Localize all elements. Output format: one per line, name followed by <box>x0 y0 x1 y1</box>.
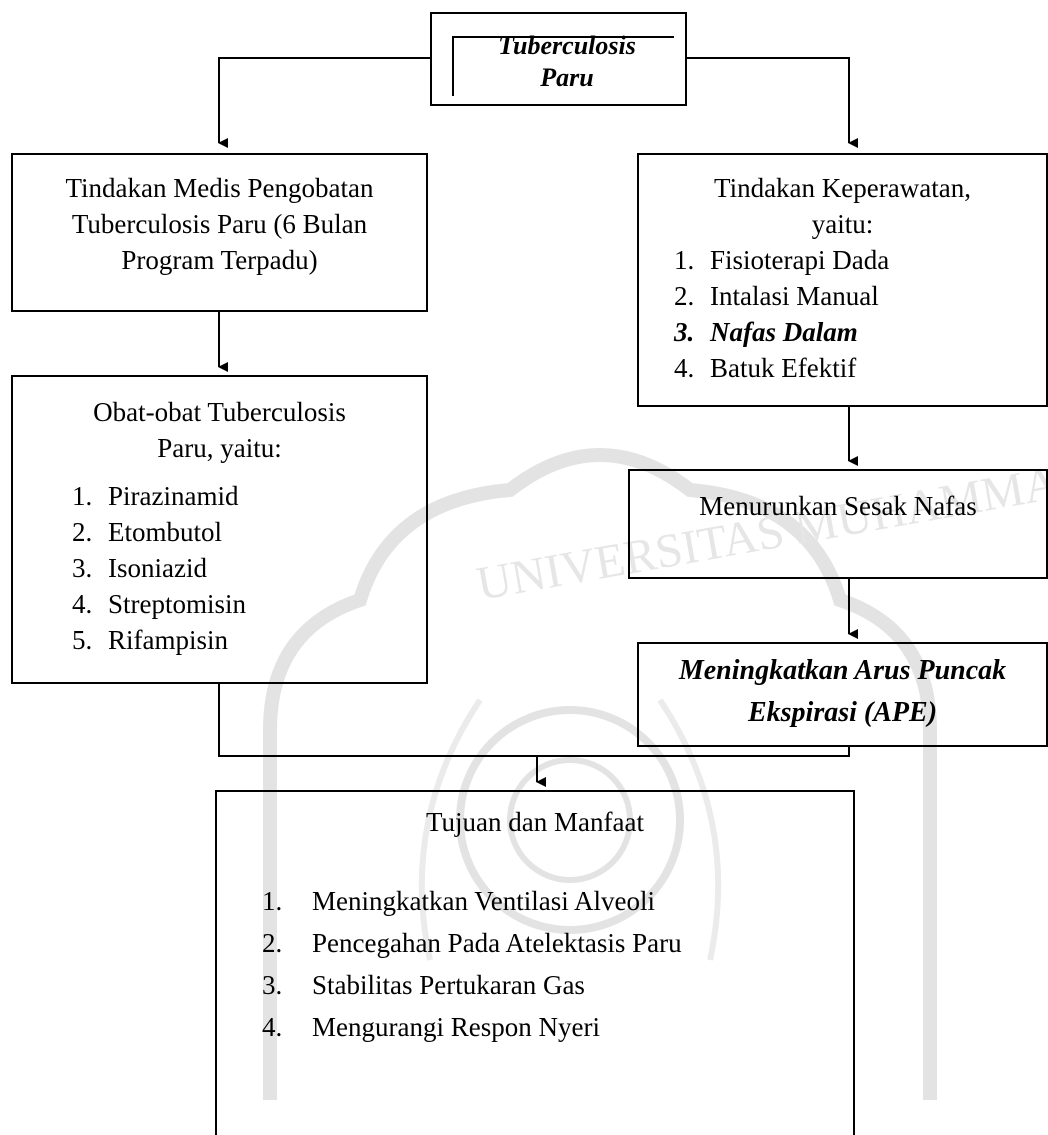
reduce-breathlessness-box <box>628 469 1048 579</box>
nursing-list: 1.Fisioterapi Dada 2.Intalasi Manual 3.N… <box>674 242 889 386</box>
connector-join <box>218 684 850 757</box>
tb-paru-title: Tuberculosis Paru <box>456 30 678 94</box>
reduce-breathlessness-label: Menurunkan Sesak Nafas <box>699 491 977 521</box>
tb-paru-box <box>430 12 687 106</box>
medical-line-3: Program Terpadu) <box>121 245 318 275</box>
tb-paru-line2: Paru <box>540 63 594 92</box>
medical-treatment-text: Tindakan Medis Pengobatan Tuberculosis P… <box>11 170 428 278</box>
tb-paru-line1: Tuberculosis <box>498 31 636 60</box>
drugs-box <box>11 375 428 684</box>
drugs-heading-line-2: Paru, yaitu: <box>157 433 282 463</box>
list-item: 4.Mengurangi Respon Nyeri <box>262 1012 600 1042</box>
goals-box <box>215 790 855 1135</box>
medical-treatment-box <box>11 153 428 312</box>
list-item: 2.Intalasi Manual <box>674 281 879 311</box>
drugs-heading: Obat-obat Tuberculosis Paru, yaitu: <box>11 394 428 466</box>
medical-line-2: Tuberculosis Paru (6 Bulan <box>71 209 368 239</box>
list-item: 5.Rifampisin <box>72 625 228 655</box>
nursing-heading-line-2: yaitu: <box>811 209 874 239</box>
tb-paru-inner-left-rule <box>452 36 454 96</box>
list-item: 4.Batuk Efektif <box>674 353 857 383</box>
list-item: 2.Etombutol <box>72 517 222 547</box>
list-item: 1.Meningkatkan Ventilasi Alveoli <box>262 886 655 916</box>
list-item: 3.Nafas Dalam <box>674 317 858 347</box>
tb-paru-inner-top-rule <box>452 36 674 38</box>
ape-line-1: Meningkatkan Arus Puncak <box>678 655 1007 686</box>
list-item: 3.Stabilitas Pertukaran Gas <box>262 970 585 1000</box>
ape-line-2: Ekspirasi (APE) <box>747 697 938 728</box>
list-item: 4.Streptomisin <box>72 589 247 619</box>
drugs-heading-line-1: Obat-obat Tuberculosis <box>93 397 346 427</box>
goals-title: Tujuan dan Manfaat <box>426 807 644 837</box>
drugs-list: 1.Pirazinamid 2.Etombutol 3.Isoniazid 4.… <box>72 478 246 658</box>
list-item: 2.Pencegahan Pada Atelektasis Paru <box>262 928 682 958</box>
nursing-heading-line-1: Tindakan Keperawatan, <box>714 173 971 203</box>
medical-line-1: Tindakan Medis Pengobatan <box>65 173 374 203</box>
nursing-heading: Tindakan Keperawatan, yaitu: <box>637 170 1048 242</box>
goals-list: 1.Meningkatkan Ventilasi Alveoli 2.Pence… <box>262 880 682 1048</box>
ape-text: Meningkatkan Arus Puncak Ekspirasi (APE) <box>637 650 1048 734</box>
list-item: 1.Fisioterapi Dada <box>674 245 890 275</box>
university-seal-watermark: UNIVERSITAS MUHAMMADIYAH <box>263 430 1048 1100</box>
list-item: 1.Pirazinamid <box>72 481 239 511</box>
ape-box <box>637 642 1048 747</box>
connector-top-left <box>218 57 430 148</box>
connector-top-right <box>687 57 858 148</box>
nursing-actions-box <box>637 153 1048 407</box>
list-item: 3.Isoniazid <box>72 553 207 583</box>
